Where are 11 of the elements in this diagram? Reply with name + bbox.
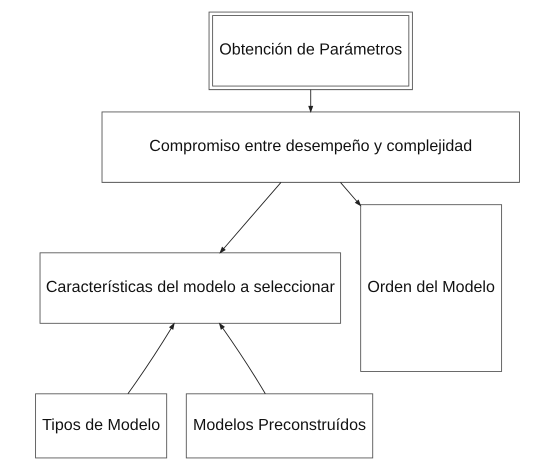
arrow [340,182,361,207]
arrow [218,322,266,394]
node-box: Características del modelo a seleccionar [39,252,341,324]
arrow [218,182,281,254]
node-box: Orden del Modelo [360,204,502,372]
node-box: Compromiso entre desempeño y complejidad [101,111,520,183]
arrow [127,322,174,394]
node-box: Obtención de Parámetros [208,12,412,90]
node-box: Modelos Preconstruídos [185,393,373,458]
node-box: Tipos de Modelo [34,393,167,458]
arrow [308,89,313,114]
